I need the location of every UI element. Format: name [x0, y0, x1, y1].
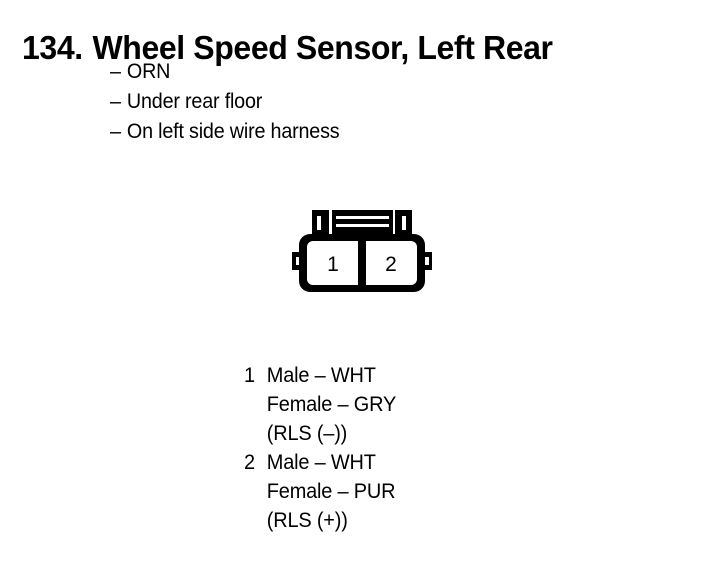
- pin-entry: 2 Male – WHT Female – PUR (RLS (+)): [244, 448, 604, 535]
- dash-bullet-icon: –: [110, 90, 121, 113]
- page-title-label: Wheel Speed Sensor, Left Rear: [92, 29, 553, 67]
- page-title: 134.Wheel Speed Sensor, Left Rear: [22, 28, 674, 68]
- pin-entry-circuit-line: (RLS (–)): [244, 419, 586, 448]
- list-item-label: On left side wire harness: [126, 120, 340, 143]
- list-item: –On left side wire harness: [110, 117, 599, 147]
- connector-diagram: 1 2: [290, 206, 434, 296]
- pin-entry-female-label: Female – GRY: [266, 393, 397, 416]
- list-item-label: ORN: [126, 60, 171, 83]
- pin-entry-number: 1: [244, 364, 255, 387]
- pin-entry-male-line: 2 Male – WHT: [244, 448, 586, 477]
- pin-entry-male-label: Male – WHT: [266, 364, 376, 387]
- pin-entry-female-line: Female – GRY: [244, 390, 586, 419]
- pin-entry-female-line: Female – PUR: [244, 477, 586, 506]
- location-list: –ORN –Under rear floor –On left side wir…: [110, 57, 630, 147]
- pin-entry-circuit-label: (RLS (–)): [266, 422, 348, 445]
- dash-bullet-icon: –: [110, 120, 121, 143]
- connector-cavity-divider: [358, 236, 366, 290]
- connector-pin-number-2: 2: [385, 253, 397, 276]
- pin-entry: 1 Male – WHT Female – GRY (RLS (–)): [244, 361, 604, 448]
- pin-entry-circuit-label: (RLS (+)): [266, 509, 348, 532]
- pin-entry-number: 2: [244, 451, 255, 474]
- pin-entry-circuit-line: (RLS (+)): [244, 506, 586, 535]
- page-title-number: 134.: [22, 29, 83, 67]
- connector-pin-number-1: 1: [327, 253, 339, 276]
- pin-entry-male-line: 1 Male – WHT: [244, 361, 586, 390]
- list-item: –ORN: [110, 57, 599, 87]
- pin-entry-female-label: Female – PUR: [266, 480, 396, 503]
- connector-top-latch-icon: [312, 210, 412, 236]
- dash-bullet-icon: –: [110, 60, 121, 83]
- pin-entry-male-label: Male – WHT: [266, 451, 376, 474]
- list-item-label: Under rear floor: [126, 90, 263, 113]
- list-item: –Under rear floor: [110, 87, 599, 117]
